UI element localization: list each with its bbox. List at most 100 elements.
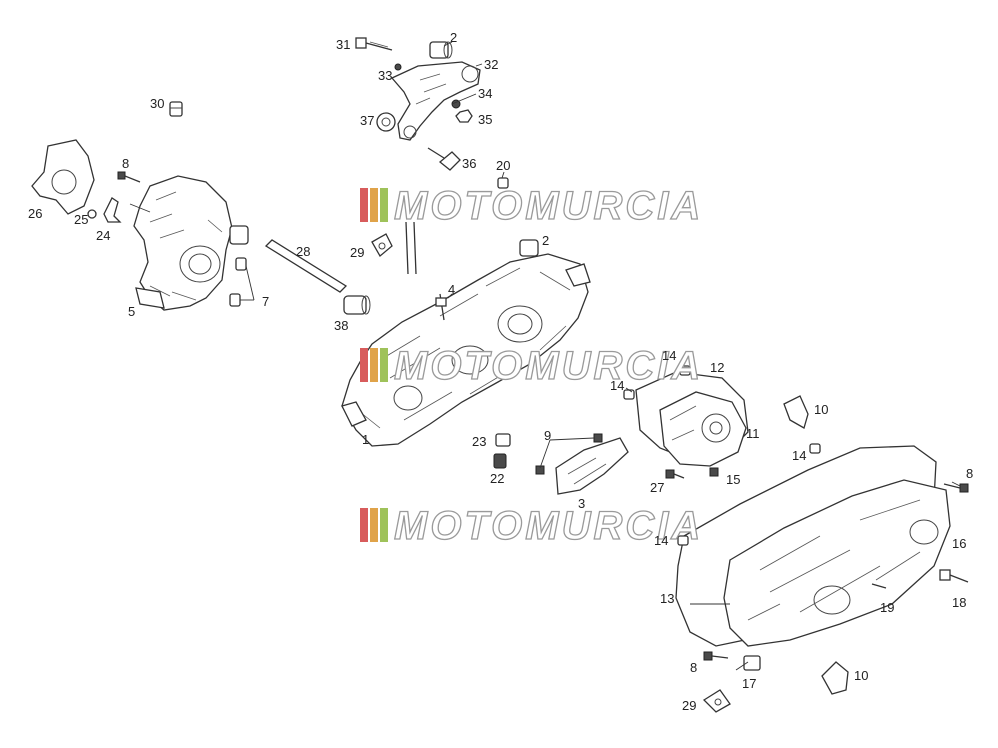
drain-plug-22 <box>493 453 507 469</box>
callout-label: 14 <box>610 378 624 393</box>
left-crankcase-half <box>133 175 233 311</box>
callout-label: 34 <box>478 86 492 101</box>
bolt-18 <box>939 569 969 583</box>
callout-label: 25 <box>74 212 88 227</box>
watermark-text: MOTOMURCIA <box>394 184 703 228</box>
callout-label: 14 <box>662 348 676 363</box>
plug-23 <box>495 433 511 447</box>
callout-label: 29 <box>682 698 696 713</box>
callout-label: 8 <box>690 660 697 675</box>
clip-10-upper <box>783 395 809 429</box>
bolt-8-bottom <box>703 651 729 661</box>
callout-label: 5 <box>128 304 135 319</box>
callout-label: 26 <box>28 206 42 221</box>
watermark-stripe-orange <box>370 348 378 382</box>
callout-label: 17 <box>742 676 756 691</box>
shield-plate-3 <box>555 437 629 495</box>
callout-label: 20 <box>496 158 510 173</box>
fitting-30 <box>169 101 183 117</box>
dowel-14-lower <box>677 535 689 546</box>
bolt-36 <box>427 147 461 171</box>
clip-29-bottom <box>702 689 731 713</box>
callout-label: 9 <box>544 428 551 443</box>
callout-label: 11 <box>746 426 760 441</box>
clip-10-lower <box>821 661 849 695</box>
dowel-14-mid <box>623 389 635 400</box>
bolt-8-left <box>117 171 141 183</box>
callout-label: 8 <box>122 156 129 171</box>
bolt-8-right <box>943 483 969 493</box>
callout-label: 37 <box>360 113 374 128</box>
callout-label: 23 <box>472 434 486 449</box>
bracket-bolt-31 <box>355 37 393 51</box>
watermark-stripe-orange <box>370 508 378 542</box>
callout-label: 7 <box>262 294 269 309</box>
dowel-14-right <box>809 443 821 454</box>
callout-label: 18 <box>952 595 966 610</box>
stud-4 <box>435 293 447 321</box>
callout-label: 14 <box>654 533 668 548</box>
bushing-2-center <box>519 239 539 257</box>
watermark-stripe-green <box>380 508 388 542</box>
callout-label: 32 <box>484 57 498 72</box>
callout-label: 31 <box>336 37 350 52</box>
watermark-text: MOTOMURCIA <box>394 344 703 388</box>
bushing-37 <box>376 112 396 132</box>
bolt-27 <box>665 469 685 479</box>
callout-label: 38 <box>334 318 348 333</box>
callout-label: 1 <box>362 432 369 447</box>
watermark-stripe-red <box>360 348 368 382</box>
stud-19 <box>871 583 887 589</box>
shaft-28 <box>264 239 348 293</box>
callout-label: 12 <box>710 360 724 375</box>
bushing-crankcase-left <box>229 225 249 245</box>
fitting-20 <box>497 177 509 189</box>
callout-label: 16 <box>952 536 966 551</box>
bushing-38 <box>343 295 371 315</box>
watermark-stripe-orange <box>370 188 378 222</box>
callout-label: 22 <box>490 471 504 486</box>
callout-label: 33 <box>378 68 392 83</box>
watermark-top: MOTOMURCIA <box>360 183 703 229</box>
callout-label: 14 <box>792 448 806 463</box>
callout-label: 29 <box>350 245 364 260</box>
side-cover-11 <box>659 391 747 467</box>
watermark-stripe-red <box>360 188 368 222</box>
watermark-stripe-red <box>360 508 368 542</box>
callout-label: 2 <box>542 233 549 248</box>
callout-label: 3 <box>578 496 585 511</box>
callout-label: 4 <box>448 282 455 297</box>
nut-35 <box>455 109 473 123</box>
callout-labels: 31 2 32 33 34 37 35 36 30 8 26 25 24 5 7… <box>28 30 973 713</box>
leader-lines <box>129 41 961 671</box>
callout-label: 15 <box>726 472 740 487</box>
callout-label: 2 <box>450 30 457 45</box>
watermark-stripe-green <box>380 188 388 222</box>
bushing-2-top <box>429 41 453 59</box>
callout-label: 30 <box>150 96 164 111</box>
dowel-14-upper <box>679 365 691 376</box>
callout-label: 8 <box>966 466 973 481</box>
callout-label: 19 <box>880 600 894 615</box>
callout-label: 28 <box>296 244 310 259</box>
main-crankcase <box>341 253 591 447</box>
clip-29-top <box>371 233 393 257</box>
engine-hanger-bracket <box>390 61 481 141</box>
watermark-stripe-green <box>380 348 388 382</box>
callout-label: 24 <box>96 228 110 243</box>
stud-pair-center <box>405 221 417 275</box>
callout-label: 10 <box>814 402 828 417</box>
dowel-pins-7 <box>229 257 247 307</box>
transmission-cover-16 <box>723 479 951 647</box>
watermark-bottom: MOTOMURCIA <box>360 503 703 549</box>
callout-label: 35 <box>478 112 492 127</box>
watermark-text: MOTOMURCIA <box>394 504 703 548</box>
callout-label: 27 <box>650 480 664 495</box>
watermark-middle: MOTOMURCIA <box>360 343 703 389</box>
washer-33 <box>394 63 402 71</box>
callout-label: 13 <box>660 591 674 606</box>
lever-24 <box>103 197 122 223</box>
callout-label: 36 <box>462 156 476 171</box>
gasket-26 <box>31 139 95 215</box>
